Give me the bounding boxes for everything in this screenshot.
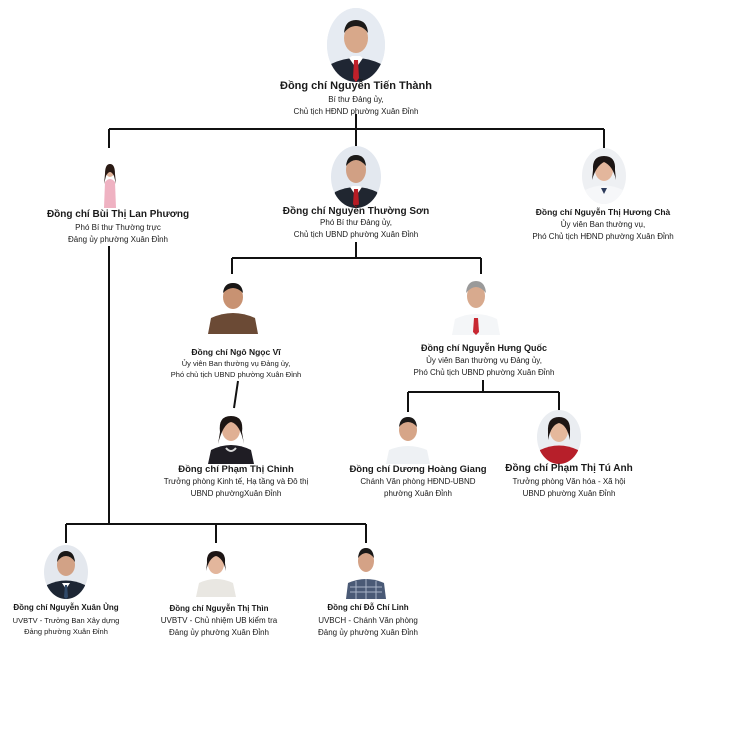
person-name: Đồng chí Bùi Thị Lan Phương <box>46 209 190 220</box>
portrait-nguyen-thuong-son <box>331 146 381 208</box>
person-role: Phó Chủ tịch HĐND phường Xuân Đỉnh <box>532 232 674 241</box>
person-role: Ủy viên Ban thường vụ Đảng ủy, <box>426 356 542 365</box>
connector <box>233 380 239 409</box>
portrait-duong-hoang-giang <box>386 412 430 464</box>
person-role: Chủ tịch UBND phường Xuân Đỉnh <box>293 230 419 239</box>
person-role: Phó Bí thư Thường trực <box>75 223 161 232</box>
node-duong-hoang-giang: Đồng chí Dương Hoàng Giang Chánh Văn phò… <box>328 464 508 504</box>
node-pham-thi-tu-anh: Đồng chí Phạm Thị Tú Anh Trưởng phòng Vă… <box>494 463 644 503</box>
person-role: Ủy viên Ban thường vụ Đảng ủy, <box>181 359 291 368</box>
portrait-nguyen-thi-thin <box>196 545 236 597</box>
portrait-nguyen-thi-huong-cha <box>582 148 626 204</box>
person-name: Đồng chí Đỗ Chí Linh <box>327 603 409 612</box>
portrait-bui-thi-lan-phuong <box>97 160 123 208</box>
portrait-pham-thi-chinh <box>208 410 254 464</box>
person-name: Đồng chí Nguyễn Thị Hương Chà <box>535 207 671 217</box>
portrait-pham-thi-tu-anh <box>537 410 581 464</box>
person-name: Đồng chí Phạm Thị Chinh <box>178 464 294 475</box>
node-nguyen-hung-quoc: Đồng chí Nguyễn Hưng Quốc Ủy viên Ban th… <box>392 343 576 383</box>
person-role: UVBTV - Chủ nhiệm UB kiểm tra <box>160 616 278 625</box>
node-ngo-ngoc-vi: Đồng chí Ngô Ngọc Vĩ Ủy viên Ban thường … <box>148 347 324 383</box>
person-role: Trưởng phòng Kinh tế, Hạ tầng và Đô thị <box>163 477 309 486</box>
portrait-do-chi-linh <box>346 543 386 599</box>
person-role: Đảng ủy phường Xuân Đỉnh <box>169 628 269 637</box>
person-role: Phó Chủ tịch UBND phường Xuân Đỉnh <box>413 368 555 377</box>
person-role: Đảng phường Xuân Đỉnh <box>24 627 108 636</box>
person-role: Chủ tịch HĐND phường Xuân Đỉnh <box>293 107 419 116</box>
person-role: UBND phường Xuân Đỉnh <box>522 489 616 498</box>
person-role: Ủy viên Ban thường vụ, <box>560 220 646 229</box>
portrait-nguyen-hung-quoc <box>452 275 500 335</box>
person-name: Đồng chí Nguyễn Hưng Quốc <box>420 343 547 353</box>
node-bui-thi-lan-phuong: Đồng chí Bùi Thị Lan Phương Phó Bí thư T… <box>18 209 218 249</box>
person-role: Đảng ủy phường Xuân Đỉnh <box>68 235 168 244</box>
person-name: Đồng chí Nguyễn Thị Thìn <box>169 604 269 613</box>
person-name: Đồng chí Phạm Thị Tú Anh <box>505 463 633 474</box>
person-role: UBND phườngXuân Đỉnh <box>190 489 282 498</box>
person-role: Trưởng phòng Văn hóa - Xã hội <box>512 477 626 486</box>
portrait-nguyen-tien-thanh <box>327 8 385 82</box>
person-role: Phó chủ tịch UBND phường Xuân Đỉnh <box>170 370 302 379</box>
person-name: Đồng chí Dương Hoàng Giang <box>349 464 487 475</box>
person-role: Chánh Văn phòng HĐND-UBND <box>360 477 476 486</box>
node-nguyen-thi-huong-cha: Đồng chí Nguyễn Thị Hương Chà Ủy viên Ba… <box>498 207 708 247</box>
node-nguyen-thi-thin: Đồng chí Nguyễn Thị Thìn UVBTV - Chủ nhi… <box>144 604 294 644</box>
node-nguyen-tien-thanh: Đồng chí Nguyễn Tiến Thành Bí thư Đảng ủ… <box>206 80 506 120</box>
person-role: UVBCH - Chánh Văn phòng <box>318 616 418 625</box>
person-role: Phó Bí thư Đảng ủy, <box>320 218 392 227</box>
person-name: Đồng chí Nguyễn Tiến Thành <box>280 80 432 92</box>
node-nguyen-xuan-ung: Đồng chí Nguyễn Xuân Ủng UVBTV - Trưởng … <box>4 603 128 643</box>
portrait-nguyen-xuan-ung <box>44 545 88 599</box>
person-name: Đồng chí Nguyễn Xuân Ủng <box>13 603 119 612</box>
portrait-ngo-ngoc-vi <box>208 276 258 334</box>
person-role: Đảng ủy phường Xuân Đỉnh <box>318 628 418 637</box>
node-nguyen-thuong-son: Đồng chí Nguyễn Thường Sơn Phó Bí thư Đả… <box>236 206 476 246</box>
person-role: phường Xuân Đỉnh <box>384 489 452 498</box>
person-name: Đồng chí Nguyễn Thường Sơn <box>282 206 430 217</box>
node-do-chi-linh: Đồng chí Đỗ Chí Linh UVBCH - Chánh Văn p… <box>298 603 438 643</box>
node-pham-thi-chinh: Đồng chí Phạm Thị Chinh Trưởng phòng Kin… <box>136 464 336 504</box>
person-role: UVBTV - Trưởng Ban Xây dựng <box>12 616 120 625</box>
person-role: Bí thư Đảng ủy, <box>328 95 384 104</box>
person-name: Đồng chí Ngô Ngọc Vĩ <box>191 347 281 357</box>
